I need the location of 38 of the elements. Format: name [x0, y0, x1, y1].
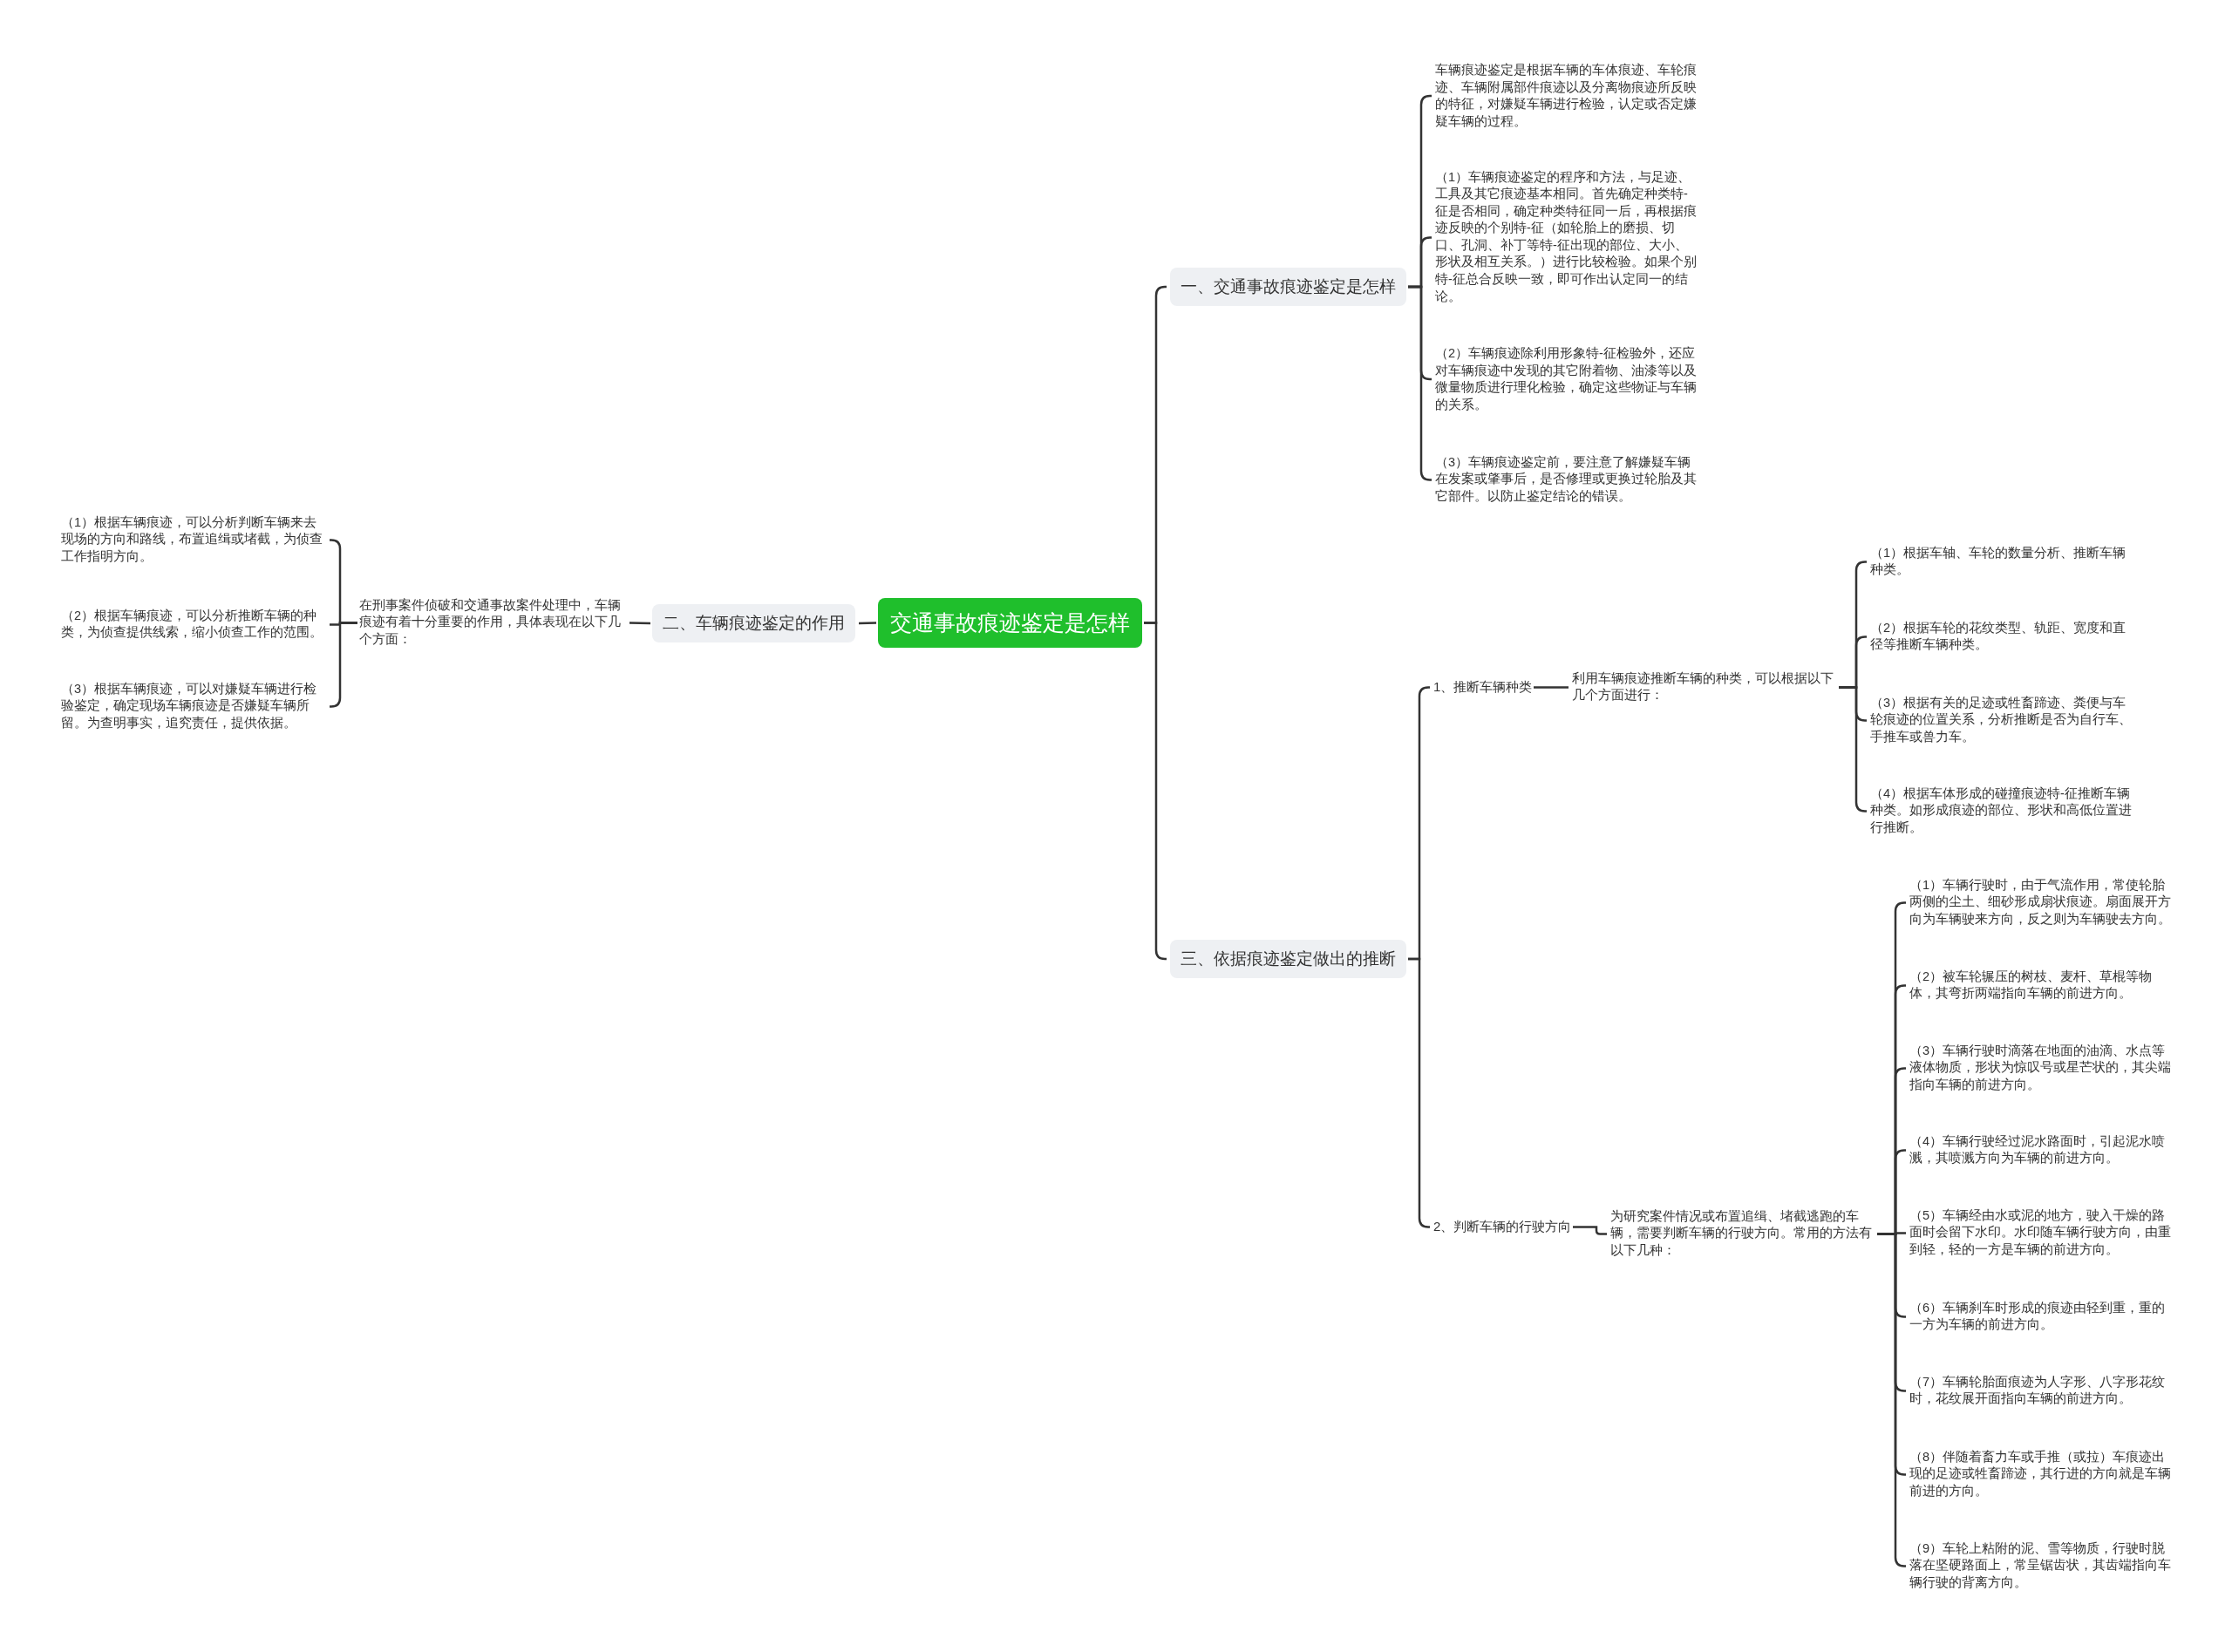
- note-text: （7）车辆轮胎面痕迹为人字形、八字形花纹时，花纹展开面指向车辆的前进方向。: [1909, 1373, 2176, 1408]
- connector-line: [1877, 1233, 1907, 1567]
- note-text: （1）根据车辆痕迹，可以分析判断车辆来去现场的方向和路线，布置追缉或堵截，为侦查工作指明方向。: [61, 513, 326, 566]
- note-text: （2）车辆痕迹除利用形象特-征检验外，还应对车辆痕迹中发现的其它附着物、油漆等以及微量物质进行理化检验，确定这些物证与车辆的关系。: [1435, 345, 1700, 414]
- topic-box: 二、车辆痕迹鉴定的作用: [652, 604, 855, 642]
- note-text: （3）车辆行驶时滴落在地面的油滴、水点等液体物质，形状为惊叹号或星芒状的，其尖端指向车辆的前进方向。: [1909, 1042, 2176, 1094]
- note-text: （4）车辆行驶经过泥水路面时，引起泥水喷溅，其喷溅方向为车辆的前进方向。: [1909, 1132, 2176, 1167]
- connector-line: [629, 622, 651, 625]
- connector-line: [1534, 686, 1569, 689]
- connector-line: [1573, 1226, 1607, 1235]
- note-text: （2）根据车辆痕迹，可以分析推断车辆的种类，为侦查提供线索，缩小侦查工作的范围。: [61, 607, 326, 642]
- connector-line: [1144, 622, 1167, 961]
- note-text: （9）车轮上粘附的泥、雪等物质，行驶时脱落在坚硬路面上，常呈锯齿状，其齿端指向车辆行驶的背离方向。: [1909, 1540, 2176, 1592]
- subtopic-text: 1、推断车辆种类: [1433, 678, 1533, 696]
- note-text: （2）被车轮辗压的树枝、麦杆、草棍等物体，其弯折两端指向车辆的前进方向。: [1909, 968, 2176, 1003]
- central-topic-box: 交通事故痕迹鉴定是怎样: [878, 597, 1142, 648]
- subtopic-text: 2、判断车辆的行驶方向: [1433, 1218, 1572, 1235]
- note-text: 在刑事案件侦破和交通事故案件处理中，车辆痕迹有着十分重要的作用，具体表现在以下几个方面：: [359, 596, 626, 649]
- note-text: 为研究案件情况或布置追缉、堵截逃跑的车辆，需要判断车辆的行驶方向。常用的方法有以下几种：: [1610, 1207, 1875, 1260]
- note-text: 车辆痕迹鉴定是根据车辆的车体痕迹、车轮痕迹、车辆附属部件痕迹以及分离物痕迹所反映的特征，对嫌疑车辆进行检验，认定或否定嫌疑车辆的过程。: [1435, 62, 1700, 131]
- note-text: （3）根据车辆痕迹，可以对嫌疑车辆进行检验鉴定，确定现场车辆痕迹是否嫌疑车辆所留。为查明事实，追究责任，提供依据。: [61, 680, 326, 732]
- connector-line: [1408, 285, 1432, 481]
- note-text: （3）车辆痕迹鉴定前，要注意了解嫌疑车辆在发案或肇事后，是否修理或更换过轮胎及其它部件。以防止鉴定结论的错误。: [1435, 453, 1700, 506]
- note-text: （6）车辆刹车时形成的痕迹由轻到重，重的一方为车辆的前进方向。: [1909, 1299, 2176, 1334]
- note-text: （2）根据车轮的花纹类型、轨距、宽度和直径等推断车辆种类。: [1870, 619, 2137, 654]
- topic-box: 一、交通事故痕迹鉴定是怎样: [1170, 268, 1406, 306]
- connector-line: [1408, 957, 1431, 1228]
- note-text: （4）根据车体形成的碰撞痕迹特-征推断车辆种类。如形成痕迹的部位、形状和高低位置进行推断。: [1870, 785, 2137, 837]
- connector-line: [858, 622, 877, 625]
- note-text: （8）伴随着畜力车或手推（或拉）车痕迹出现的足迹或牲畜蹄迹，其行进的方向就是车辆前进的方向。: [1909, 1448, 2176, 1500]
- note-text: （5）车辆经由水或泥的地方，驶入干燥的路面时会留下水印。水印随车辆行驶方向，由重到轻，轻的一方是车辆的前进方向。: [1909, 1207, 2176, 1259]
- note-text: （3）根据有关的足迹或牲畜蹄迹、粪便与车轮痕迹的位置关系，分析推断是否为自行车、手推车或兽力车。: [1870, 694, 2137, 746]
- note-text: （1）车辆痕迹鉴定的程序和方法，与足迹、工具及其它痕迹基本相同。首先确定种类特-征是否相同，确定种类特征同一后，再根据痕迹反映的个别特-征（如轮胎上的磨损、切口、孔洞、补丁等特-征出现的部位、大小、形状及相互关系。）进行比较检验。如果个别特-征总合反映一致，即可作出认定同一的结论。: [1435, 168, 1700, 306]
- topic-box: 三、依据痕迹鉴定做出的推断: [1170, 940, 1406, 978]
- note-text: （1）车辆行驶时，由于气流作用，常使轮胎两侧的尘土、细砂形成扇状痕迹。扇面展开方向为车辆驶来方向，反之则为车辆驶去方向。: [1909, 876, 2176, 928]
- note-text: 利用车辆痕迹推断车辆的种类，可以根据以下几个方面进行：: [1572, 670, 1837, 704]
- note-text: （1）根据车轴、车轮的数量分析、推断车辆种类。: [1870, 544, 2137, 579]
- connector-line: [330, 622, 357, 708]
